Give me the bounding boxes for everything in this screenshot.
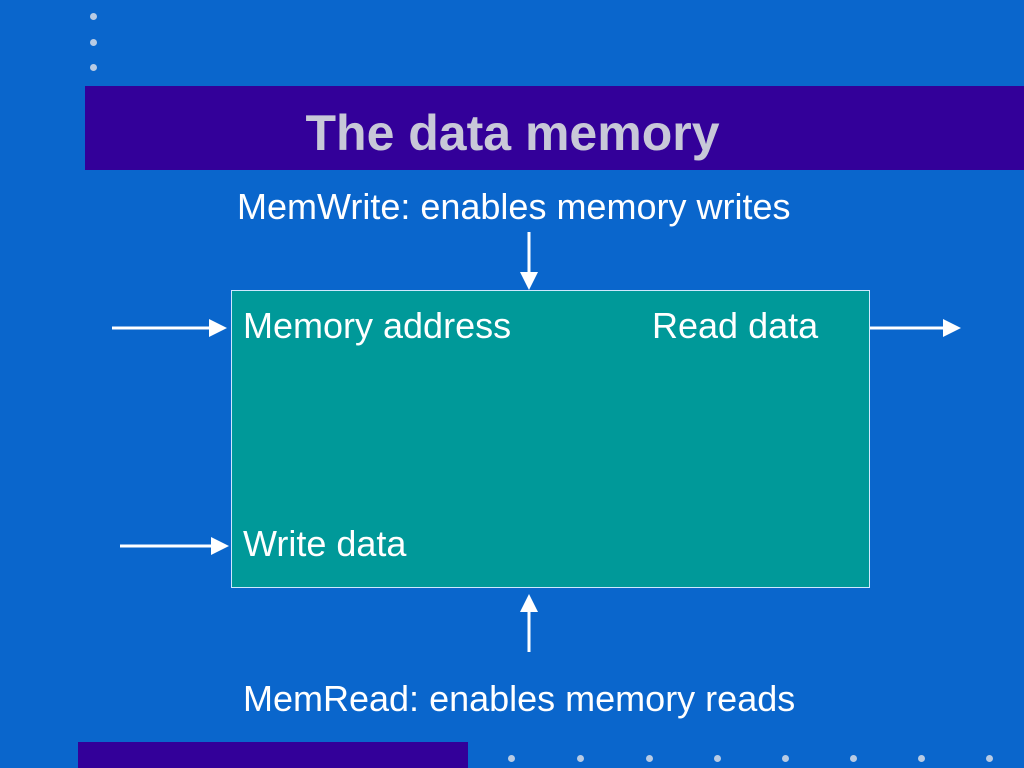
bottom-bar: [78, 742, 468, 768]
decorative-dot: [646, 755, 653, 762]
decorative-dot: [90, 13, 97, 20]
write-data-port-label: Write data: [243, 523, 407, 564]
read-data-port-label: Read data: [652, 305, 819, 346]
decorative-dot: [90, 64, 97, 71]
memwrite-label: MemWrite: enables memory writes: [237, 186, 791, 227]
memread-label: MemRead: enables memory reads: [243, 678, 796, 719]
decorative-dot: [508, 755, 515, 762]
decorative-dot: [986, 755, 993, 762]
decorative-dot: [577, 755, 584, 762]
decorative-dot: [782, 755, 789, 762]
decorative-dot: [918, 755, 925, 762]
memory-address-port-label: Memory address: [243, 305, 512, 346]
slide-title: The data memory: [305, 105, 720, 161]
decorative-dot: [90, 39, 97, 46]
title-bar: [85, 86, 1024, 170]
memory-unit-box: Memory address Read data Write data: [231, 290, 870, 588]
decorative-dot: [850, 755, 857, 762]
decorative-dot: [714, 755, 721, 762]
